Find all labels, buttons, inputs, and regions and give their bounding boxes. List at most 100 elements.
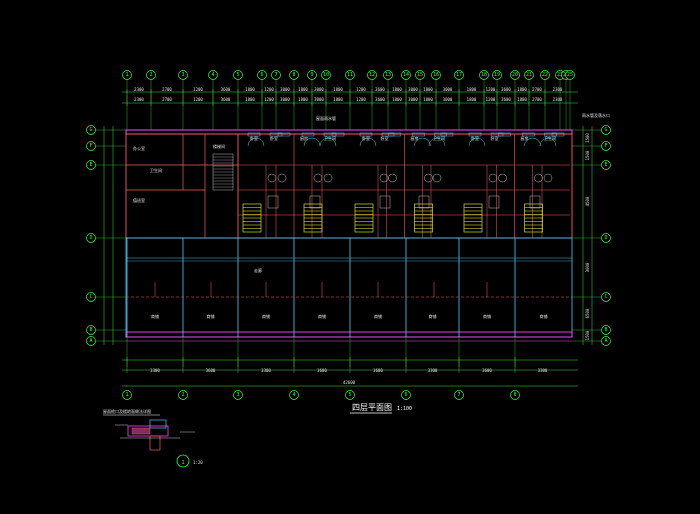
axis-bubble-top <box>178 70 188 80</box>
window <box>490 132 504 137</box>
axis-label-right: A <box>604 338 607 344</box>
balcony-arc <box>247 137 265 147</box>
axis-label-top: 11 <box>347 72 353 78</box>
room-label-shop: 商铺 <box>151 313 159 319</box>
axis-label-top: 22 <box>542 72 548 78</box>
eave-detail: 屋面檐口及楼地面做法详图 1 1:20 <box>103 408 203 468</box>
axis-label-top: 15 <box>417 72 423 78</box>
top-bay-dimension-inner: 1200 <box>193 97 203 102</box>
top-bay-dimension-inner: 3600 <box>221 97 231 102</box>
room-label-upper: 厨房 <box>300 135 308 141</box>
fixture <box>267 173 277 183</box>
axis-label-right: B <box>604 327 607 333</box>
room-label-shop: 商铺 <box>429 313 437 319</box>
axis-bubble-left <box>86 141 96 151</box>
room-labels: 卧室卧室厨房卫生间卧室卧室厨房卫生间卧室卧室厨房卫生间商铺商铺商铺商铺商铺商铺商… <box>133 135 556 319</box>
axis-bubble-right <box>601 160 611 170</box>
top-bay-dimension-inner: 1800 <box>517 97 527 102</box>
window <box>277 132 291 137</box>
top-bay-dimension: 3000 <box>314 87 324 92</box>
axis-label-left: D <box>89 235 92 241</box>
top-bay-dimension-inner: 1800 <box>392 97 402 102</box>
top-bay-dimension: 1200 <box>193 87 203 92</box>
axis-label-top: 9 <box>310 72 313 78</box>
axis-label-bottom: 2 <box>181 392 184 398</box>
bathtub <box>267 195 279 209</box>
axis-bubble-top <box>307 70 317 80</box>
window <box>551 132 565 137</box>
axis-bubble-top <box>345 70 355 80</box>
room-label-office: 办公室 <box>133 145 145 151</box>
room-label-shop: 商铺 <box>262 313 270 319</box>
balcony-arc <box>319 137 337 147</box>
axis-bubble-bottom <box>345 390 355 400</box>
top-bay-dimension: 3000 <box>280 87 290 92</box>
bathtub <box>418 195 430 209</box>
top-bay-dimension: 1200 <box>264 87 274 92</box>
bottom-bay-dimension: 3600 <box>206 368 216 373</box>
window <box>269 132 283 137</box>
axis-bubble-top <box>257 70 267 80</box>
axis-label-left: G <box>89 127 92 133</box>
window <box>247 132 261 137</box>
drawing-scale: 1:100 <box>397 406 412 412</box>
axis-label-top: 19 <box>494 72 500 78</box>
top-bay-dimension-inner: 3000 <box>443 97 453 102</box>
axis-label-left: E <box>89 162 92 168</box>
room-label-shop: 商铺 <box>207 313 215 319</box>
top-bay-dimension-inner: 1200 <box>264 97 274 102</box>
axis-bubble-top <box>233 70 243 80</box>
axis-label-top: 12 <box>369 72 375 78</box>
fixture <box>488 173 498 183</box>
axis-label-left: C <box>89 294 92 300</box>
axis-bubble-bottom <box>454 390 464 400</box>
bottom-bay-dimension: 3300 <box>428 368 438 373</box>
axis-bubble-bottom <box>401 390 411 400</box>
axis-label-right: F <box>604 143 607 149</box>
detail-index: 1 <box>181 460 184 466</box>
top-bay-dimension-inner: 3000 <box>314 97 324 102</box>
top-bay-dimension: 1800 <box>423 87 433 92</box>
overall-dimension: 42600 <box>343 380 356 385</box>
room-label-office: 卫生间 <box>150 167 162 173</box>
balcony-arc <box>303 137 321 147</box>
axis-bubble-top <box>565 70 575 80</box>
top-bay-dimension-inner: 3000 <box>280 97 290 102</box>
room-label-upper: 厨房 <box>521 135 529 141</box>
fixture <box>543 173 553 183</box>
right-dimension: 6500 <box>585 308 590 318</box>
axis-label-bottom: 6 <box>404 392 407 398</box>
top-bay-dimension: 3000 <box>443 87 453 92</box>
top-bay-dimension: 3600 <box>375 87 385 92</box>
fixture <box>323 173 333 183</box>
axis-label-top: 5 <box>236 72 239 78</box>
axis-bubble-right <box>601 233 611 243</box>
window <box>468 132 482 137</box>
canopy-bottom <box>125 331 573 338</box>
axis-bubble-right <box>601 325 611 335</box>
axis-label-left: A <box>89 338 92 344</box>
top-bay-dimension-inner: 2700 <box>162 97 172 102</box>
room-label-upper: 卧室 <box>381 135 389 141</box>
axis-bubble-bottom <box>178 390 188 400</box>
axis-label-top: 14 <box>403 72 409 78</box>
axis-bubble-top <box>540 70 550 80</box>
top-bay-dimension-inner: 1200 <box>356 97 366 102</box>
top-bay-dimension-inner: 1800 <box>245 97 255 102</box>
axis-label-top: 21 <box>526 72 532 78</box>
window <box>498 132 511 137</box>
fixture <box>424 173 433 183</box>
axis-label-top: 1 <box>125 72 128 78</box>
room-label-upper: 卧室 <box>491 135 499 141</box>
axis-label-top: 18 <box>481 72 487 78</box>
room-label-upper: 卧室 <box>270 135 278 141</box>
top-bay-dimension: 1800 <box>298 87 308 92</box>
axis-label-top: 4 <box>211 72 214 78</box>
window <box>381 132 395 137</box>
room-label-upper: 厨房 <box>411 135 419 141</box>
top-bay-dimension-inner: 1800 <box>333 97 343 102</box>
axis-label-left: B <box>89 327 92 333</box>
bottom-bay-dimension: 3300 <box>150 368 160 373</box>
detail-index-bubble <box>176 454 190 468</box>
